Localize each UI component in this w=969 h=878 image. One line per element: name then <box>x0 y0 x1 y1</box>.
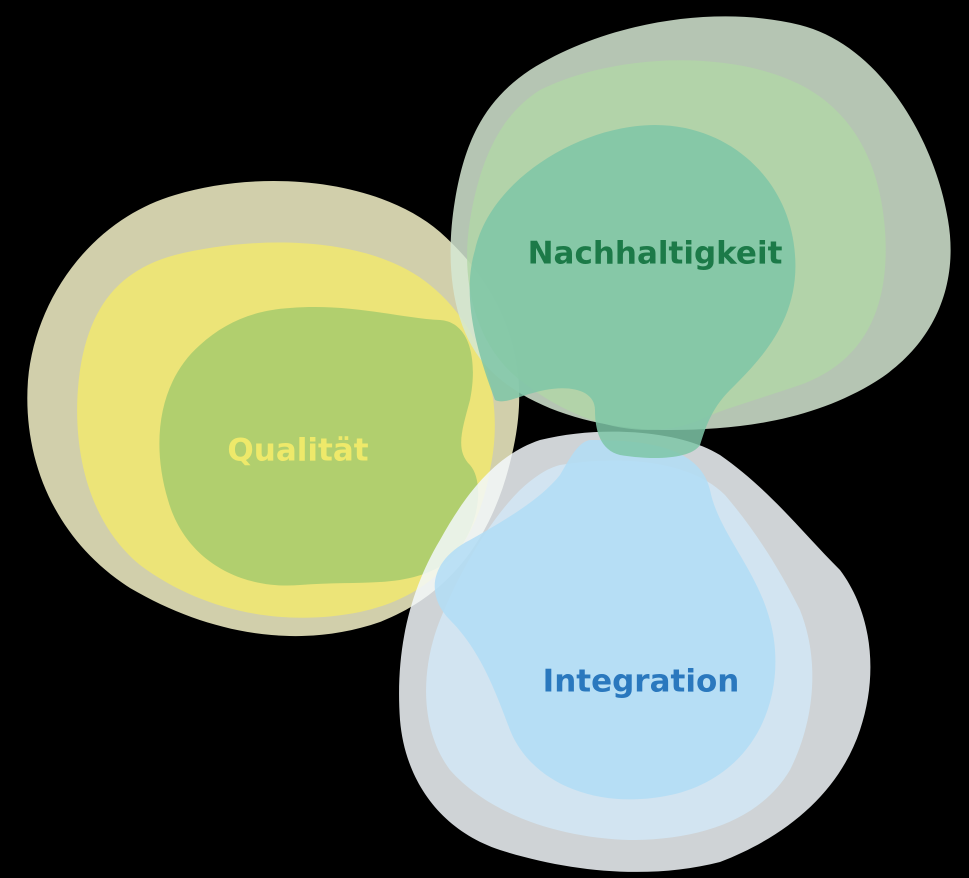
sustainability-blob <box>450 16 951 458</box>
quality-blob <box>27 181 520 637</box>
integration-blob <box>399 431 871 872</box>
sustainability-label: Nachhaltigkeit <box>528 236 783 272</box>
integration-blob-core <box>434 440 776 800</box>
quality-blob-core <box>159 306 479 586</box>
sustainability-blob-core <box>469 125 796 458</box>
quality-label: Qualität <box>227 433 368 469</box>
integration-label: Integration <box>543 664 740 700</box>
